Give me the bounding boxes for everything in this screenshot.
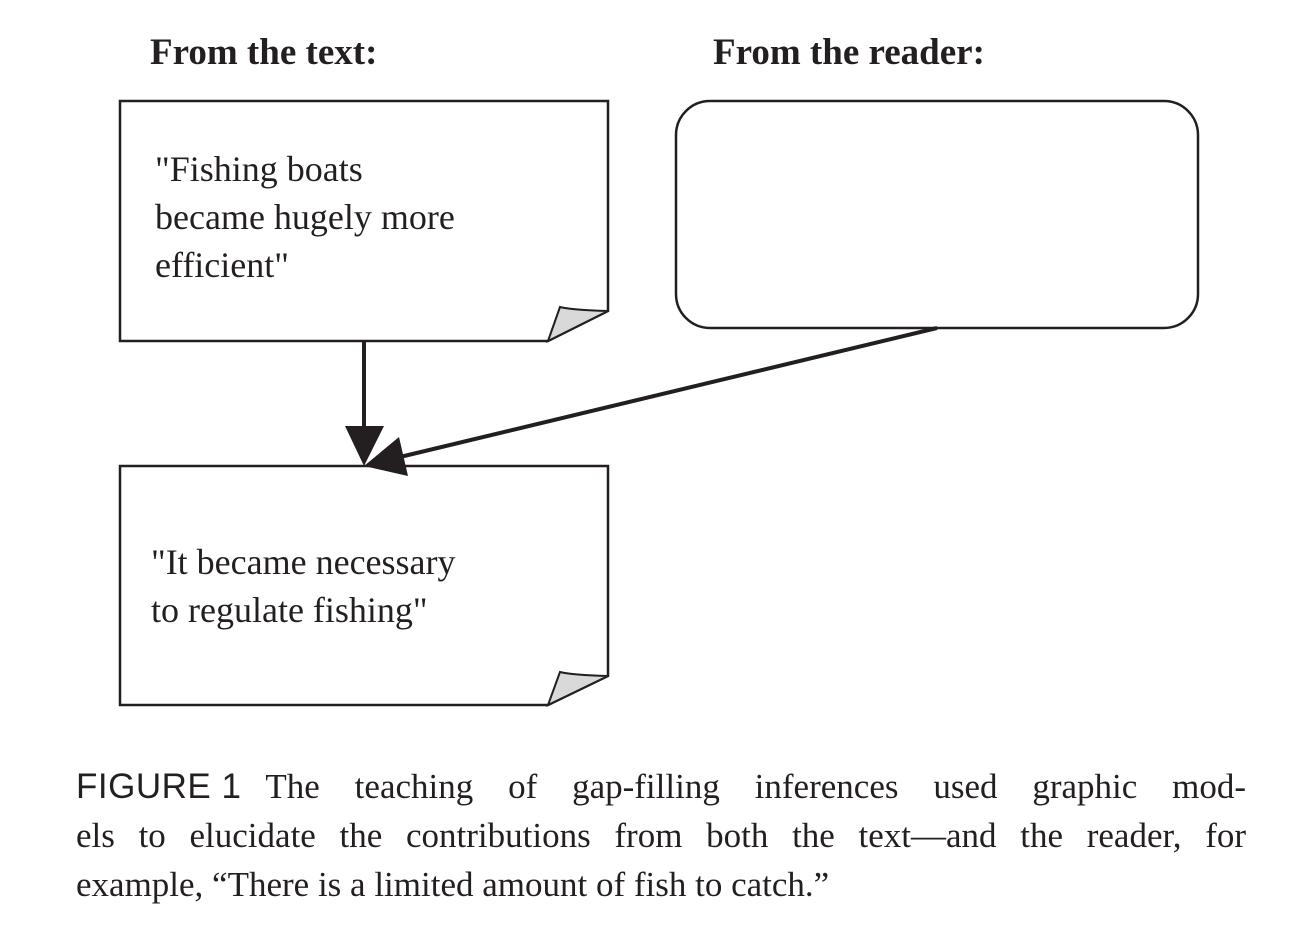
caption-line-2: els to elucidate the contributions from … [76, 816, 1246, 855]
note-top-line-1: "Fishing boats [155, 149, 363, 189]
note-bottom-fold [546, 670, 609, 707]
reader-box [674, 99, 1200, 330]
diagram-canvas [118, 99, 1200, 707]
caption-line-3: example, “There is a limited amount of f… [76, 865, 830, 904]
note-bottom-box [118, 464, 610, 707]
arrow-text-to-inference [345, 341, 384, 466]
arrow-reader-to-inference [364, 326, 938, 476]
note-top-fold [546, 305, 609, 344]
note-top-box [118, 99, 610, 344]
caption-line-1: FIGURE 1 The teaching of gap-filling inf… [76, 762, 1246, 811]
note-bottom-line-1: "It became necessary [151, 542, 456, 582]
heading-from-text: From the text: [150, 32, 378, 73]
note-bottom-line-2: to regulate fishing" [151, 590, 428, 630]
arrowhead-diagonal [364, 437, 408, 476]
caption-text-1: The teaching of gap-filling inferences u… [265, 767, 1246, 806]
heading-from-reader: From the reader: [713, 32, 985, 73]
figure-caption: FIGURE 1 The teaching of gap-filling inf… [76, 762, 1246, 909]
note-top-line-2: became hugely more [155, 197, 455, 237]
caption-label: FIGURE 1 [76, 767, 242, 806]
arrowhead-down [345, 426, 384, 466]
note-top-text: "Fishing boats became hugely more effici… [155, 145, 455, 289]
note-top-line-3: efficient" [155, 245, 289, 285]
note-bottom-text: "It became necessary to regulate fishing… [151, 538, 456, 634]
